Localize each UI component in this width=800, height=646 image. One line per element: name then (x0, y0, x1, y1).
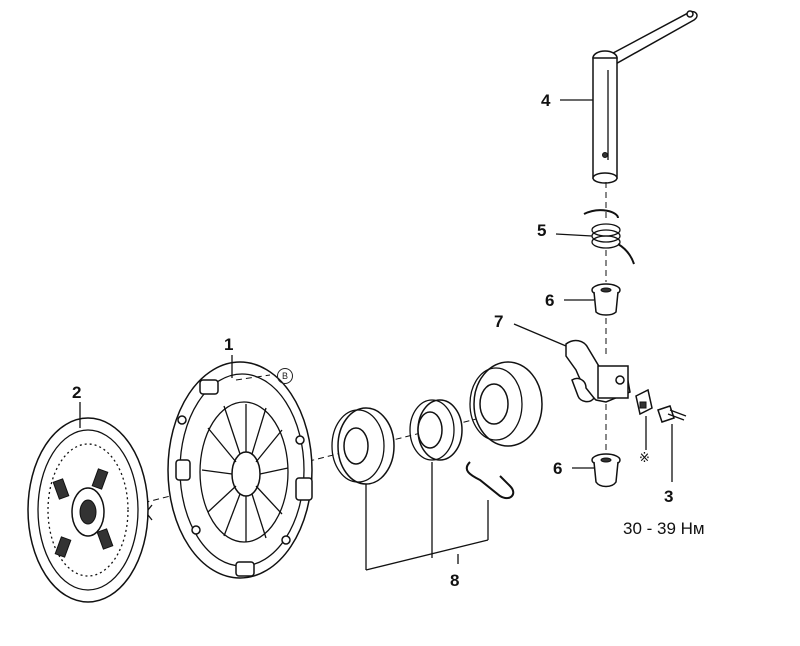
torsion-spring (583, 209, 635, 265)
leader-5 (555, 233, 593, 237)
clutch-disc (27, 417, 153, 603)
label-part-2: 2 (72, 383, 82, 402)
leader-7 (513, 323, 567, 347)
label-part-6-upper: 6 (545, 291, 555, 310)
label-part-1: 1 (224, 335, 234, 354)
label-part-7: 7 (494, 312, 504, 331)
retaining-spring-clip (465, 461, 515, 500)
label-part-8: 8 (450, 571, 460, 590)
bearing-sleeve (409, 399, 463, 461)
bushing-lower (591, 453, 621, 488)
lock-clip (635, 388, 653, 416)
label-part-5: 5 (537, 221, 547, 240)
leader-b (235, 374, 271, 381)
clutch-cover (167, 361, 313, 579)
mark-b: B (277, 368, 293, 384)
mark-star: ※ (639, 451, 650, 466)
label-part-6-lower: 6 (553, 459, 563, 478)
bolt (657, 405, 687, 423)
label-part-3: 3 (664, 487, 674, 506)
release-bearing-hub (469, 361, 543, 447)
release-fork (565, 339, 631, 403)
leader-8 (365, 462, 489, 571)
torque-spec: 30 - 39 Нм (623, 519, 705, 538)
label-part-4: 4 (541, 91, 551, 110)
release-shaft (592, 10, 698, 184)
release-bearing-ring (331, 407, 395, 485)
bushing-upper (591, 283, 621, 316)
